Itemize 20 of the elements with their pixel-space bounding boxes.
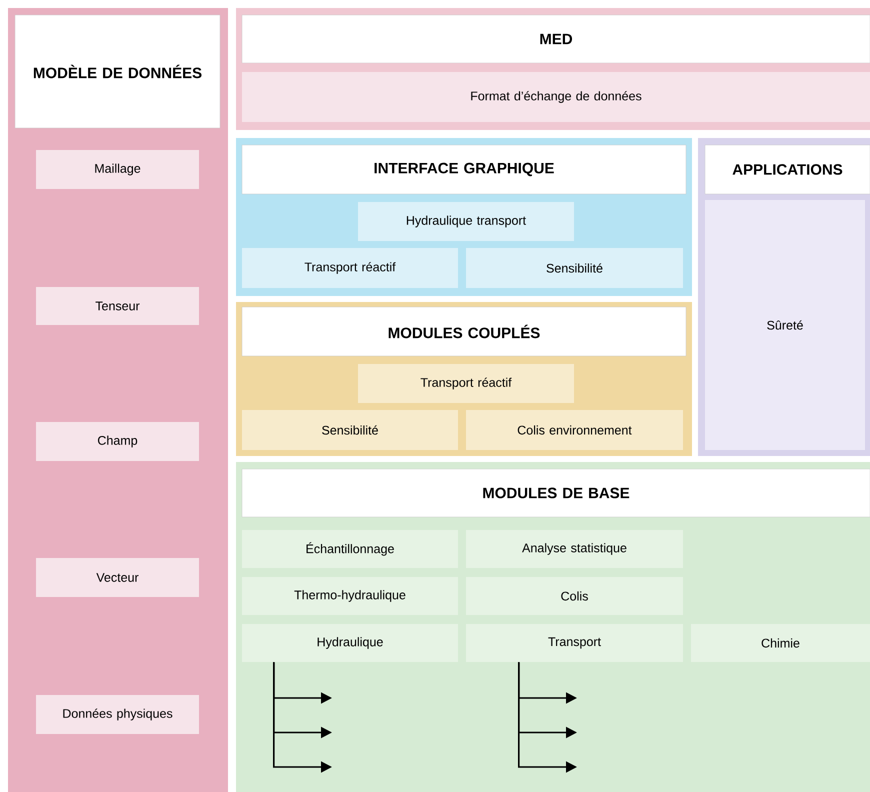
module-box: Hydraulique [242,624,458,662]
module-box: Format d’échange de données [242,72,870,122]
module-box: Vecteur [36,558,199,597]
module-box: Transport réactif [358,364,574,403]
module-box: Colis [466,577,683,615]
module-box: Chimie [691,624,870,662]
module-box: Données physiques [36,695,199,734]
module-box: Hydraulique transport [358,202,574,241]
module-box: Échantillonnage [242,530,458,568]
module-box: Maillage [36,150,199,189]
module-box: Tenseur [36,287,199,325]
module-box: Colis environnement [466,410,683,450]
module-box: Sensibilité [242,410,458,450]
module-box: Sûreté [705,200,865,450]
module-box: Thermo-hydraulique [242,577,458,615]
module-box: Sensibilité [466,248,683,288]
module-box: Transport [466,624,683,662]
module-box: Champ [36,422,199,461]
module-box: Transport réactif [242,248,458,288]
module-box: Analyse statistique [466,530,683,568]
